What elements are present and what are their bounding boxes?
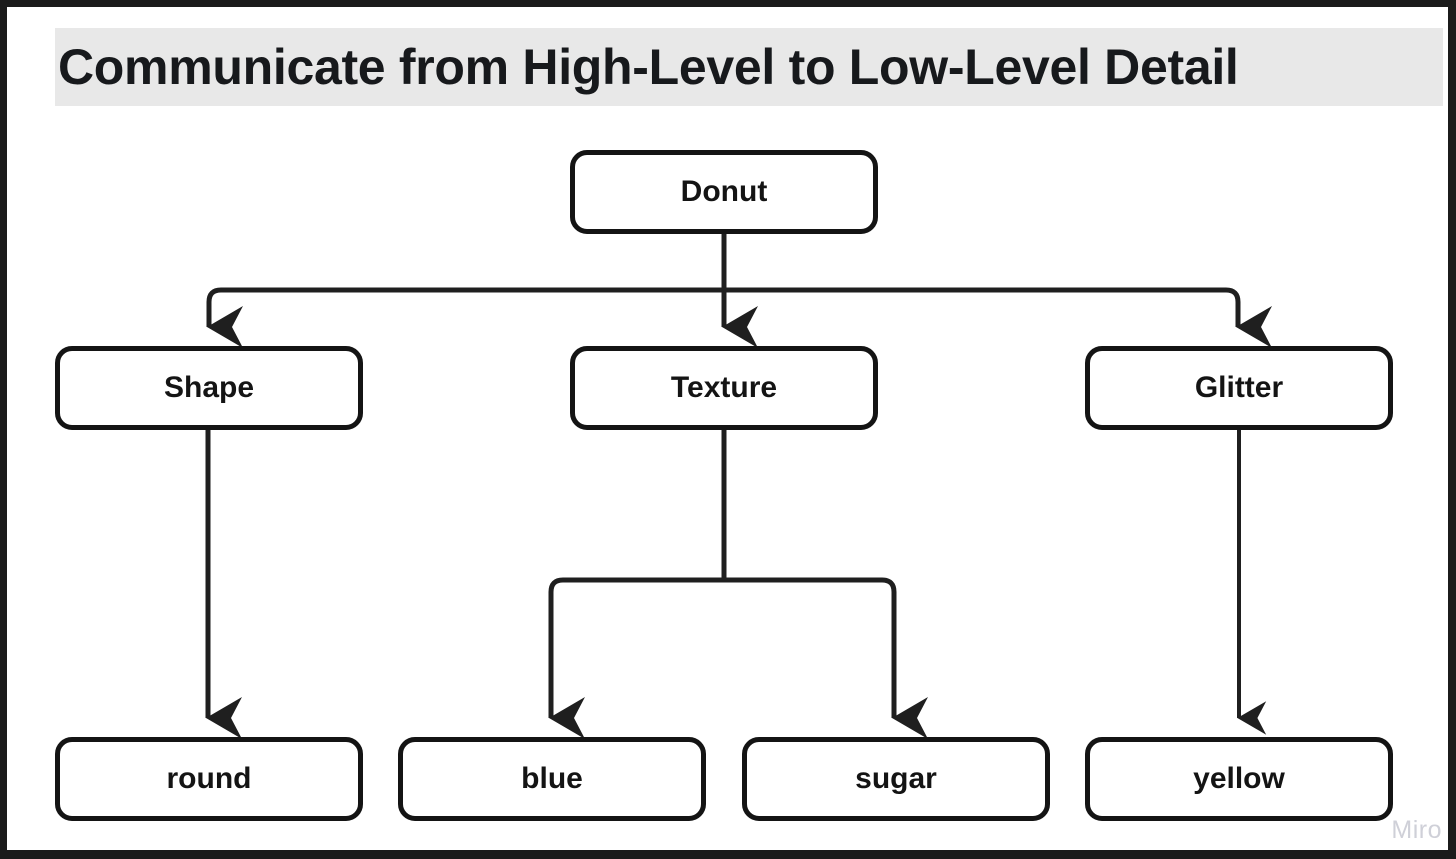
node-blue[interactable]: blue <box>398 737 706 821</box>
node-donut-label: Donut <box>680 175 768 208</box>
title-band <box>55 28 1443 106</box>
node-shape-label: Shape <box>163 371 255 404</box>
node-sugar[interactable]: sugar <box>742 737 1050 821</box>
node-texture-label: Texture <box>670 371 778 404</box>
node-round[interactable]: round <box>55 737 363 821</box>
node-sugar-label: sugar <box>855 762 937 795</box>
page-title: Communicate from High-Level to Low-Level… <box>58 39 1239 95</box>
frame-border-top <box>0 0 1456 7</box>
edge-donut-glitter <box>724 287 1272 348</box>
node-texture[interactable]: Texture <box>570 346 878 430</box>
node-yellow-label: yellow <box>1193 762 1285 795</box>
node-round-label: round <box>166 762 252 795</box>
edge-texture-blue <box>548 577 724 739</box>
node-donut[interactable]: Donut <box>570 150 878 234</box>
node-yellow[interactable]: yellow <box>1085 737 1393 821</box>
miro-watermark: Miro <box>1391 816 1442 844</box>
node-glitter[interactable]: Glitter <box>1085 346 1393 430</box>
frame-border-left <box>0 0 7 859</box>
node-blue-label: blue <box>521 762 583 795</box>
edge-donut-shape <box>206 287 724 348</box>
frame-border-bottom <box>0 850 1456 859</box>
edge-donut-to-children <box>206 234 1272 348</box>
frame-border-right <box>1448 0 1456 859</box>
edge-texture-to-children <box>548 430 928 739</box>
node-shape[interactable]: Shape <box>55 346 363 430</box>
edge-texture-sugar <box>724 577 928 739</box>
node-glitter-label: Glitter <box>1194 371 1284 404</box>
